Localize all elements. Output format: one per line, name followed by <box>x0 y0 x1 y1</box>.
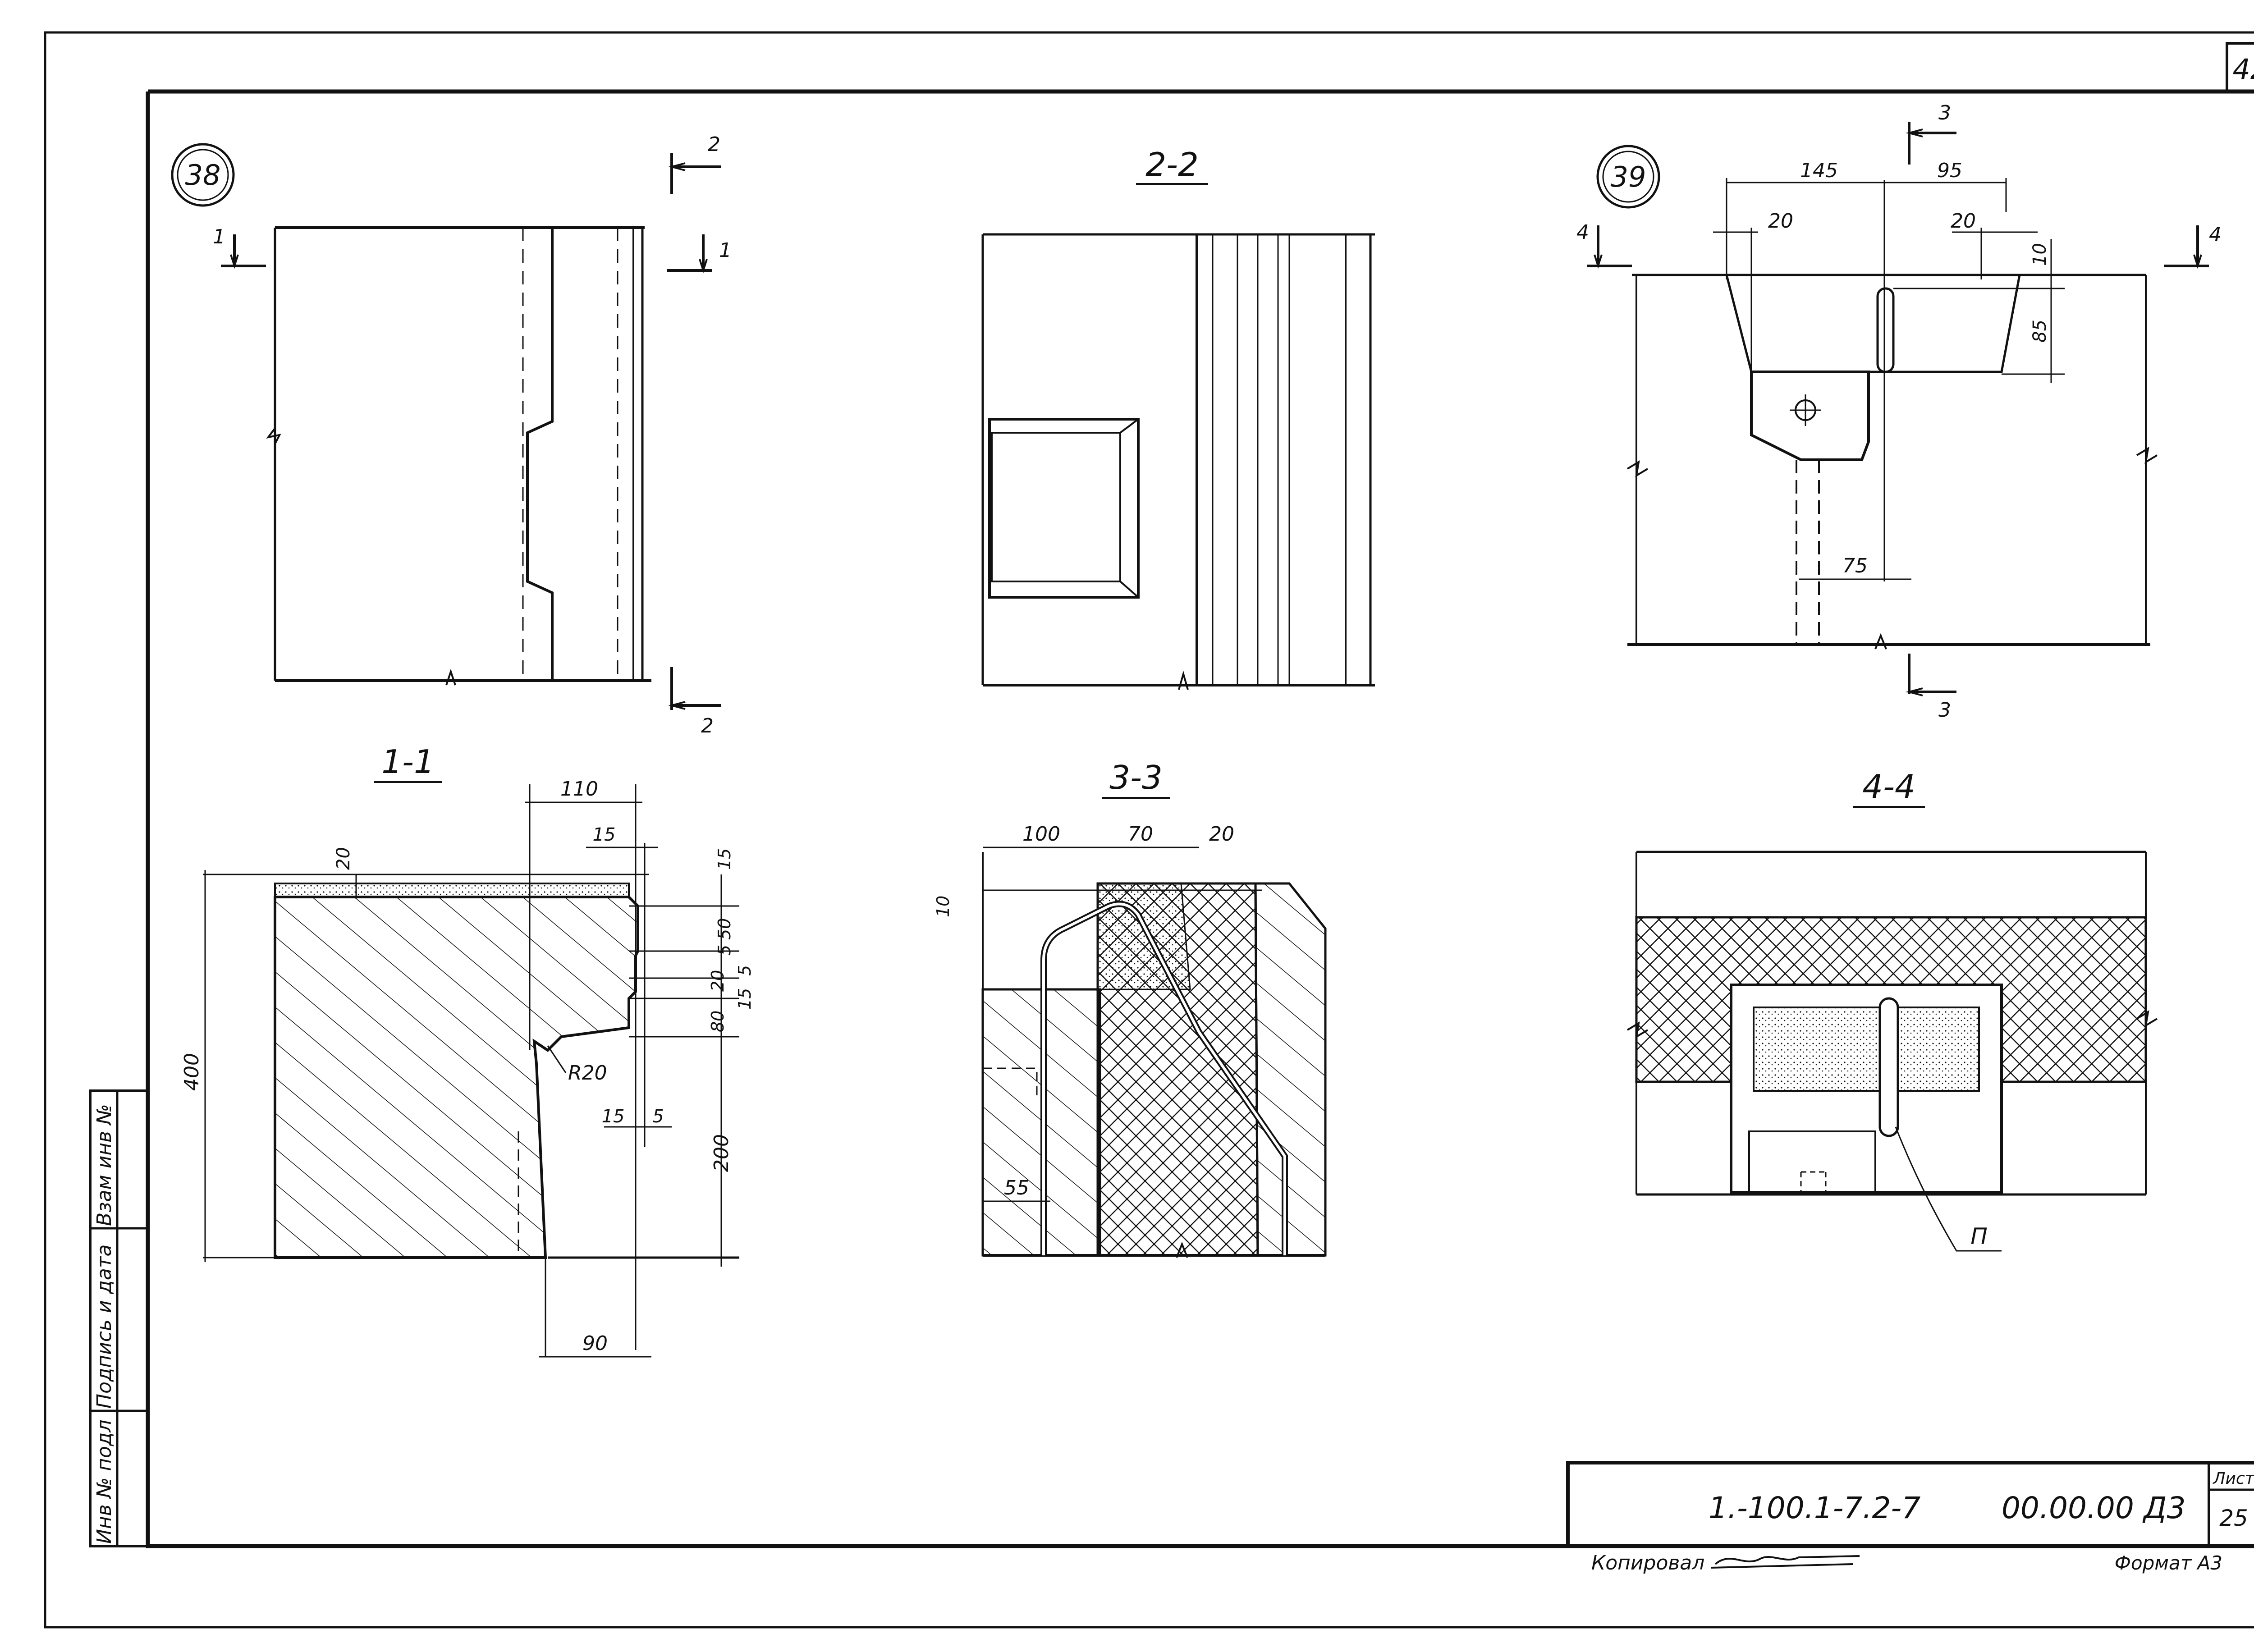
dim-15b: 15 <box>735 988 755 1010</box>
format-label: Формат А3 <box>2115 1552 2222 1574</box>
marker-4-right: 4 <box>2209 223 2222 246</box>
side-label-sign: Подпись и дата <box>93 1245 116 1409</box>
dim-20-right: 20 <box>1951 210 1976 233</box>
page-number: 42 <box>2233 53 2254 86</box>
dim-400: 400 <box>180 1053 203 1091</box>
dim-5b: 5 <box>735 965 755 976</box>
side-stamp: Инв № подл Подпись и дата Взам инв № <box>89 1089 149 1547</box>
side-label-replace: Взам инв № <box>93 1104 116 1226</box>
dim-145: 145 <box>1800 159 1838 182</box>
dim-85: 85 <box>2030 320 2050 343</box>
title-block: 1.-100.1-7.2-7 00.00.00 Д3 Лист 25 <box>1566 1461 2254 1548</box>
marker-4-left: 4 <box>1576 221 1589 244</box>
dim-10: 10 <box>2030 243 2050 266</box>
side-label-inv: Инв № подл <box>93 1419 116 1544</box>
section-1-1: 1-1 110 15 20 15 50 5 20 5 15 80 400 <box>180 743 755 1358</box>
marker-1-right: 1 <box>719 239 732 262</box>
marker-3-bottom: 3 <box>1938 699 1951 722</box>
title-1-1: 1-1 <box>381 743 435 781</box>
dim-50: 50 <box>715 918 734 940</box>
dim-10-3: 10 <box>933 896 953 917</box>
dim-110: 110 <box>560 778 598 801</box>
label-p: П <box>1970 1223 1988 1249</box>
title-4-4: 4-4 <box>1862 768 1915 805</box>
outer-frame <box>44 31 2254 1629</box>
title-code: 00.00.00 Д3 <box>2002 1491 2185 1525</box>
dim-15-top: 15 <box>593 824 616 845</box>
dim-80: 80 <box>708 1011 728 1032</box>
dim-20-3: 20 <box>1209 823 1234 846</box>
title-2-2: 2-2 <box>1145 146 1199 183</box>
marker-1-left: 1 <box>213 225 225 248</box>
detail-39: 39 145 95 20 20 10 85 75 <box>1576 101 2222 722</box>
dim-70: 70 <box>1128 823 1153 846</box>
dim-20-left: 20 <box>1768 210 1793 233</box>
dim-100: 100 <box>1022 823 1060 846</box>
footer-notes: Копировал Формат А3 <box>1591 1551 2222 1574</box>
dim-95: 95 <box>1937 159 1962 182</box>
sheet-label: Лист <box>2212 1469 2254 1488</box>
sheet-number: 25 <box>2219 1505 2248 1531</box>
copied-by-label: Копировал <box>1591 1551 1704 1574</box>
node-number-38: 38 <box>185 159 221 192</box>
dim-5a: 5 <box>715 945 734 956</box>
dim-200: 200 <box>710 1134 733 1172</box>
marker-2-bottom: 2 <box>701 714 714 737</box>
inner-frame <box>146 89 2254 1548</box>
radius-r20: R20 <box>568 1062 607 1085</box>
marker-3-top: 3 <box>1938 101 1951 124</box>
marker-2-top: 2 <box>708 133 720 156</box>
dim-20-top: 20 <box>333 847 354 870</box>
dim-15-low: 15 <box>602 1106 625 1127</box>
dim-90: 90 <box>582 1332 608 1355</box>
section-2-2: 2-2 <box>981 146 1375 690</box>
signature <box>1710 1555 1860 1569</box>
title-designation: 1.-100.1-7.2-7 <box>1709 1491 1920 1525</box>
dim-15-right: 15 <box>715 848 734 870</box>
detail-38: 38 1 1 2 2 <box>171 133 732 737</box>
dim-5-low: 5 <box>652 1106 664 1127</box>
node-number-39: 39 <box>1611 160 1646 193</box>
section-3-3: 3-3 100 70 20 10 55 <box>933 759 1327 1258</box>
dim-20: 20 <box>708 970 728 992</box>
section-4-4: 4-4 П <box>1626 768 2158 1252</box>
title-3-3: 3-3 <box>1109 759 1163 796</box>
dim-75: 75 <box>1842 554 1868 577</box>
dim-55: 55 <box>1004 1176 1029 1199</box>
page-number-box: 42 <box>2226 42 2254 93</box>
